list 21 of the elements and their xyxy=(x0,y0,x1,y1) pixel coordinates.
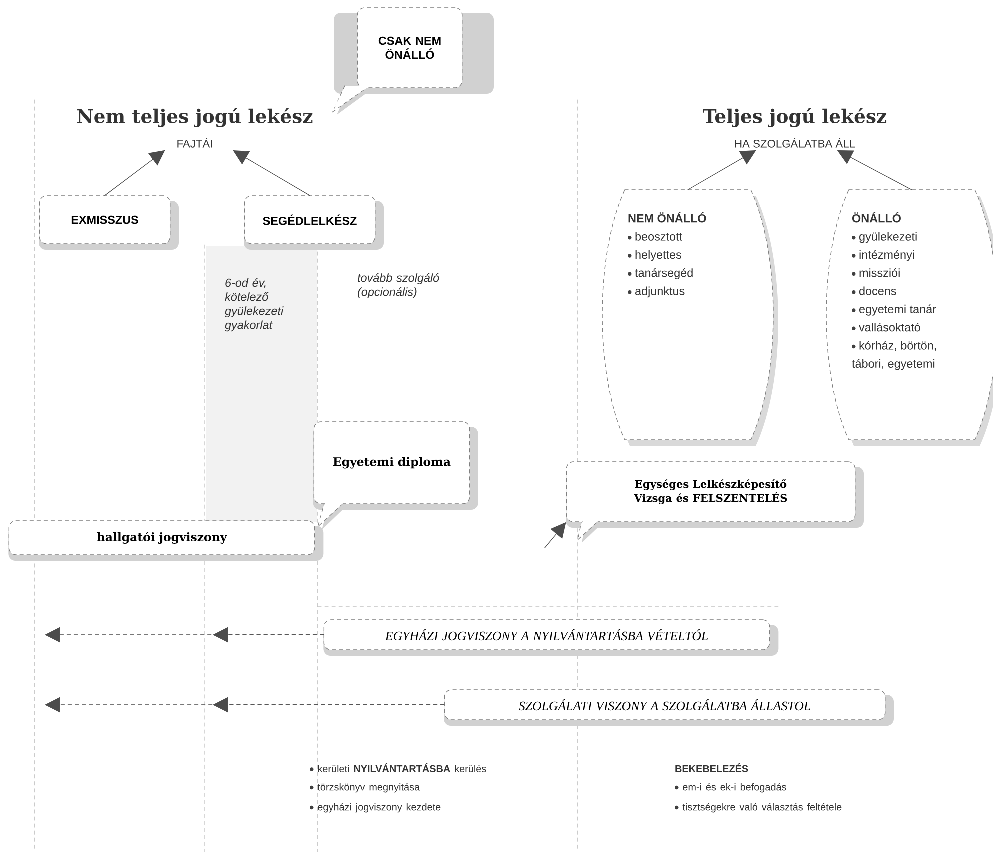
list-item: törzskönyv megnyitása xyxy=(310,783,420,793)
note-text: 6-od év, kötelező gyülekezeti gyakorlat xyxy=(225,278,284,332)
banner: SZOLGÁLATI VISZONY A SZOLGÁLATBA ÁLLASTOL xyxy=(444,690,894,726)
list-item: tisztségekre való választás feltétele xyxy=(675,803,842,813)
note-text: tovább szolgáló (opcionális) xyxy=(358,273,440,299)
speech-bubble: CSAK NEM ÖNÁLLÓ xyxy=(332,8,494,115)
speech-bubble: Egységes Lelkészképesítő Vizsga és FELSZENTELÉS xyxy=(566,462,864,543)
list-card: ÖNÁLLÓ gyülekezeti intézményi missziói docens egyetemi tanár vallásoktató kórház, börtön, tábori, egyetemi xyxy=(826,190,993,446)
arrow xyxy=(233,150,310,196)
list-heading: BEKEBELEZÉS xyxy=(676,764,748,772)
speech-bubble: Egyetemi diploma xyxy=(313,422,478,530)
list-item: egyházi jogviszony kezdete xyxy=(310,803,441,813)
list-item: em-i és ek-i befogadás xyxy=(675,783,786,793)
heading: Nem teljes jogú lekész FAJTÁI xyxy=(78,108,313,148)
label-box: EXMISSZUS xyxy=(39,196,179,250)
label-box: SEGÉDLELKÉSZ xyxy=(244,196,384,250)
banner: EGYHÁZI JOGVISZONY A NYILVÁNTARTÁSBA VÉTELTÓL xyxy=(324,620,779,656)
label-box: hallgatói jogviszony xyxy=(8,520,324,561)
heading: Teljes jogú lekész HA SZOLGÁLATBA ÁLL xyxy=(703,108,887,148)
list-card: NEM ÖNÁLLÓ beosztott helyettes tanársegéd adjunktus xyxy=(602,190,778,446)
list-item: kerületi NYILVÁNTARTÁSBA kerülés xyxy=(310,764,486,772)
